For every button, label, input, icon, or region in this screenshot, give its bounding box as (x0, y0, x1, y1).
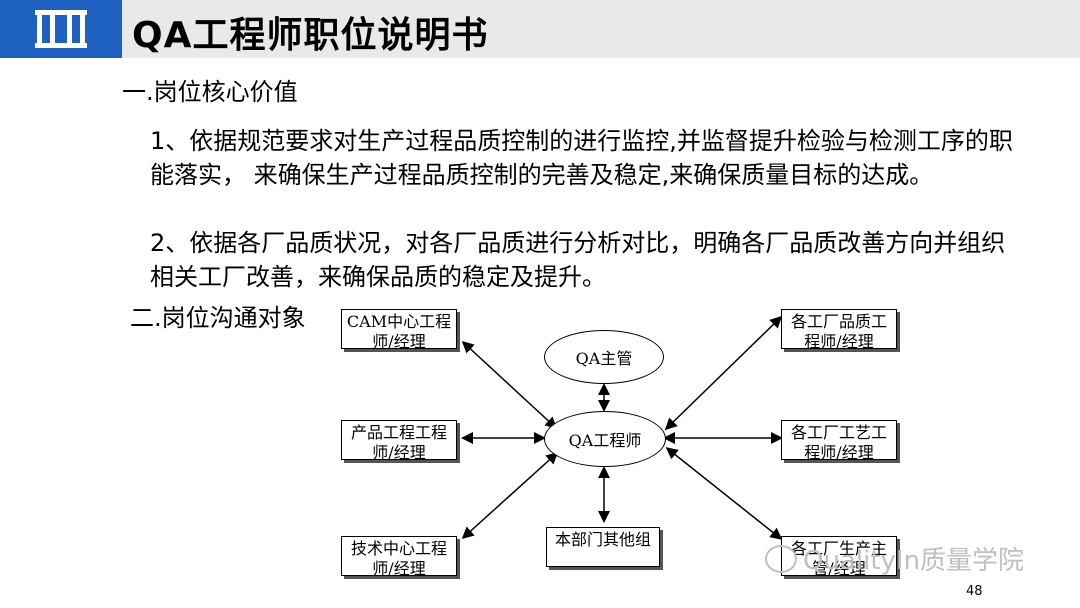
logo (0, 0, 122, 58)
page-number: 48 (966, 584, 983, 599)
node-tech-center: 技术中心工程师/经理 (341, 536, 457, 578)
page-title: QA工程师职位说明书 (132, 15, 489, 56)
watermark-text: QualityIn质量学院 (803, 546, 1025, 576)
section-heading-core-value: 一.岗位核心价值 (122, 78, 298, 106)
edge-right-1 (664, 315, 783, 431)
edge-right-3 (665, 447, 783, 540)
node-factory-process: 各工厂工艺工程师/经理 (781, 420, 897, 462)
edge-left-1 (461, 340, 558, 430)
paragraph-1: 1、依据规范要求对生产过程品质控制的进行监控,并监督提升检验与检测工序的职能落实… (150, 127, 1013, 189)
paragraph-2: 2、依据各厂品质状况，对各厂品质进行分析对比，明确各厂品质改善方向并组织相关工厂… (150, 229, 1006, 291)
edge-left-3 (461, 451, 559, 540)
node-factory-production: 各工厂生产主管/经理 (781, 536, 897, 578)
node-qa-manager: QA主管 (544, 330, 664, 384)
node-factory-quality: 各工厂品质工程师/经理 (781, 309, 897, 351)
section-heading-communication: 二.岗位沟通对象 (130, 304, 306, 332)
logo-icon (35, 10, 87, 48)
node-qa-engineer: QA工程师 (544, 411, 666, 467)
node-cam-center: CAM中心工程师/经理 (341, 309, 457, 351)
node-product-engineering: 产品工程工程师/经理 (341, 420, 457, 462)
node-dept-other: 本部门其他组 (546, 527, 660, 567)
wechat-icon (765, 544, 797, 573)
header-bar (0, 0, 1080, 58)
watermark: QualityIn质量学院 (765, 540, 1024, 577)
